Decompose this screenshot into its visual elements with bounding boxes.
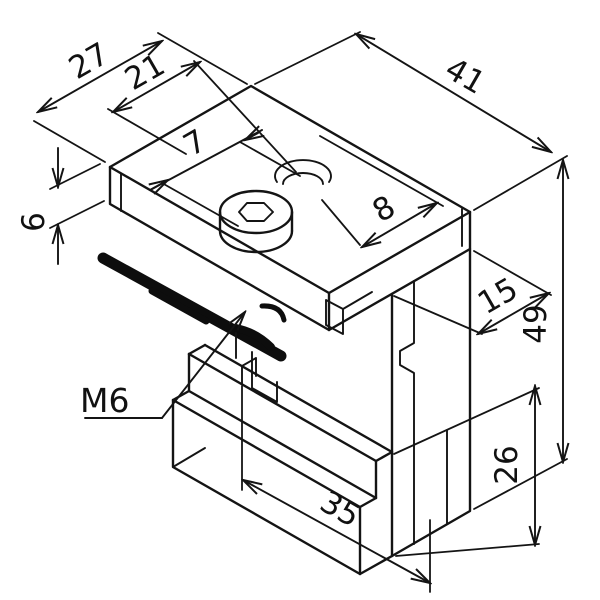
dim-label-35: 35 <box>314 484 366 535</box>
thread-label: M6 <box>80 381 129 420</box>
dimension-lines <box>38 34 563 583</box>
dim-line-27 <box>38 41 162 112</box>
dim-line-21 <box>113 62 200 112</box>
thread-leader-arrow <box>161 312 245 419</box>
socket-screw <box>218 189 294 254</box>
bottom-lip <box>171 343 394 576</box>
plate-top-face <box>108 84 472 295</box>
dim-label-21: 21 <box>119 47 171 98</box>
dim-label-26: 26 <box>489 445 525 484</box>
extension-lines <box>33 31 568 593</box>
dim-label-7: 7 <box>177 123 212 164</box>
dim-label-27: 27 <box>63 36 115 87</box>
dim-line-15 <box>478 293 549 334</box>
dim-line-8 <box>362 203 437 247</box>
dim-label-15: 15 <box>472 271 524 322</box>
dim-label-49: 49 <box>518 304 554 343</box>
wall-channel <box>399 280 415 545</box>
dim-label-41: 41 <box>439 51 491 102</box>
thread-callout: M6 <box>80 312 245 420</box>
plate-front-right-face <box>327 210 472 332</box>
plate-front-left-face <box>108 165 331 332</box>
screw-head-bottom <box>218 229 294 254</box>
dim-line-35 <box>243 480 430 583</box>
serrated-strip-short <box>148 287 210 325</box>
serrated-strip-long <box>97 252 287 362</box>
screw-head-top <box>218 189 294 235</box>
right-wall <box>390 247 472 558</box>
dim-label-6: 6 <box>16 212 52 232</box>
plate-slot <box>274 159 332 185</box>
dim-line-41 <box>356 34 551 152</box>
bracket-body <box>97 84 472 576</box>
serrated-clamp-strips <box>97 252 287 362</box>
dimension-labels: 27 21 7 41 8 6 15 49 26 35 <box>16 36 554 535</box>
hex-socket-icon <box>238 202 274 222</box>
lip-end-tab <box>241 357 257 385</box>
clamp-nut-details <box>235 291 373 403</box>
serrated-hook <box>259 303 287 323</box>
dim-label-8: 8 <box>366 189 401 230</box>
